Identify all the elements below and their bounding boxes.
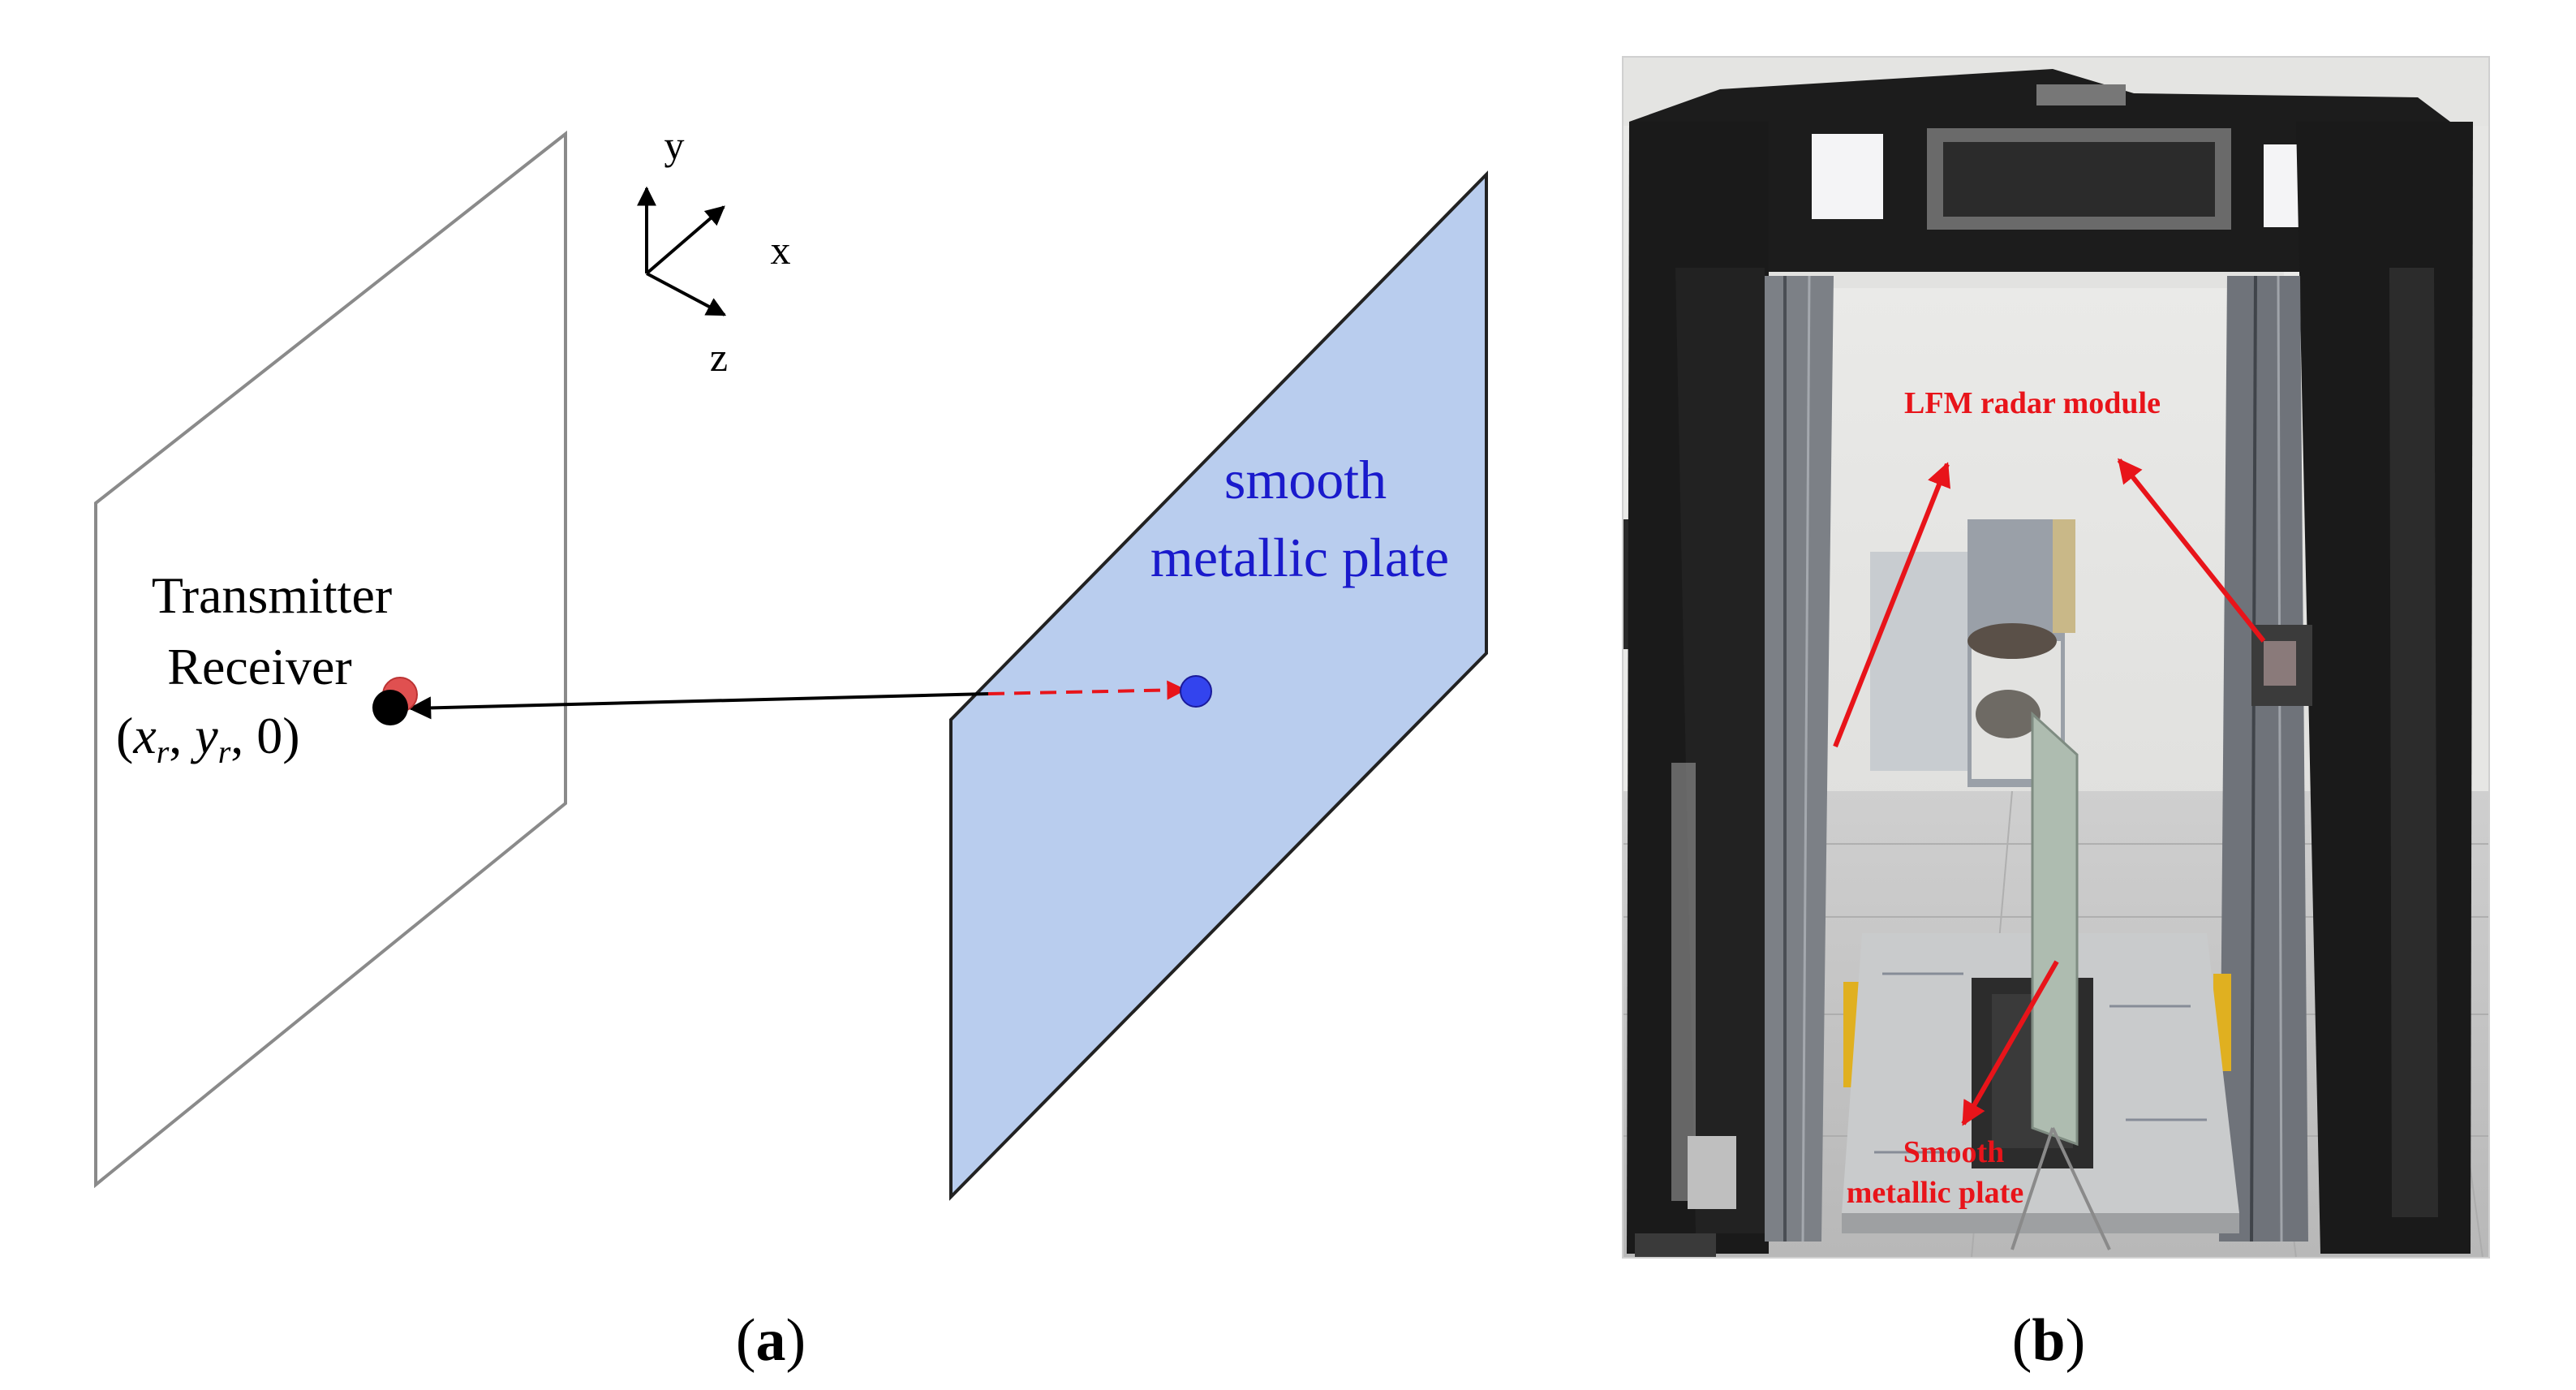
plate-label-line2: metallic plate (1150, 527, 1449, 588)
photo-plate-label-line1: Smooth (1903, 1135, 2005, 1169)
transmit-path-arrow (987, 680, 1187, 700)
axes-icon (637, 186, 727, 316)
photo-plate-label-line2: metallic plate (1847, 1176, 2023, 1210)
receiver-dot (372, 690, 408, 725)
radar-arrow-right (2117, 458, 2266, 643)
panel-b-photo: LFM radar module Smooth metallic plate (1622, 56, 2490, 1259)
photo-metallic-plate (2031, 711, 2079, 1147)
axis-label-x: x (771, 227, 791, 273)
panel-a-caption: (a) (736, 1307, 806, 1374)
metallic-plate (949, 170, 1488, 1201)
axis-label-z: z (710, 334, 728, 380)
panel-a-diagram: y x z smooth metallic plate Transmitter … (94, 123, 1488, 1374)
transceiver-plane (94, 130, 567, 1189)
panel-b-caption: (b) (2012, 1307, 2085, 1374)
receiver-label: Receiver (167, 638, 351, 695)
radar-arrow-left (1833, 462, 1950, 748)
plate-label-line1: smooth (1224, 449, 1387, 510)
return-path-arrow (408, 692, 989, 720)
radar-module-label: LFM radar module (1904, 386, 2161, 420)
axis-label-y: y (664, 123, 685, 168)
gantry-right-pillar (2296, 122, 2473, 1254)
receiver-coordinates: (xr, yr, 0) (116, 707, 300, 770)
gantry-light-left (1812, 134, 1883, 219)
target-point-dot (1180, 675, 1212, 708)
plate-arrow (1961, 960, 2059, 1126)
transmitter-label: Transmitter (152, 566, 392, 624)
